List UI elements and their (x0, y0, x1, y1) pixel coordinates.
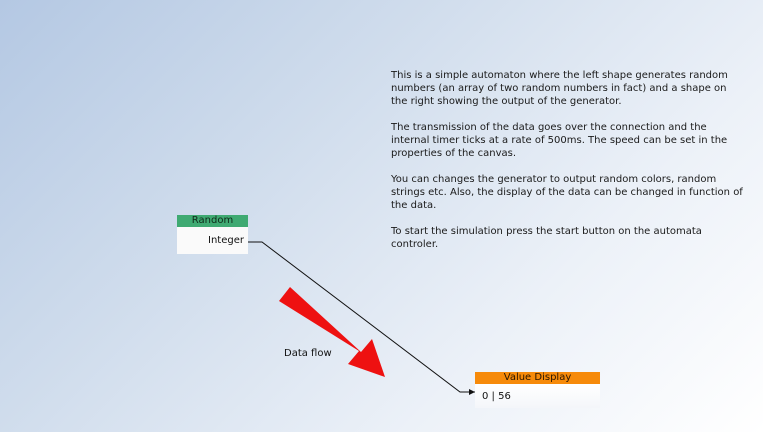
value-display-output: 0 | 56 (482, 391, 511, 402)
description-paragraph: To start the simulation press the start … (391, 226, 702, 250)
description-paragraph: You can changes the generator to output … (391, 174, 743, 211)
output-port-label[interactable]: Integer (208, 235, 244, 246)
connection-line[interactable] (248, 241, 475, 393)
random-node-title[interactable]: Random (177, 215, 248, 227)
data-flow-arrow (279, 287, 385, 377)
description-paragraph: The transmission of the data goes over t… (391, 122, 728, 159)
data-flow-label: Data flow (284, 348, 332, 359)
value-display-body: 0 | 56 (475, 384, 600, 408)
random-generator-node[interactable]: Random Integer (177, 215, 248, 254)
connection-arrowhead (469, 389, 475, 395)
description-text: This is a simple automaton where the lef… (391, 69, 743, 264)
description-paragraph: This is a simple automaton where the lef… (391, 70, 728, 107)
value-display-node[interactable]: Value Display 0 | 56 (475, 372, 600, 408)
random-node-body: Integer (177, 227, 248, 254)
value-display-title[interactable]: Value Display (475, 372, 600, 384)
